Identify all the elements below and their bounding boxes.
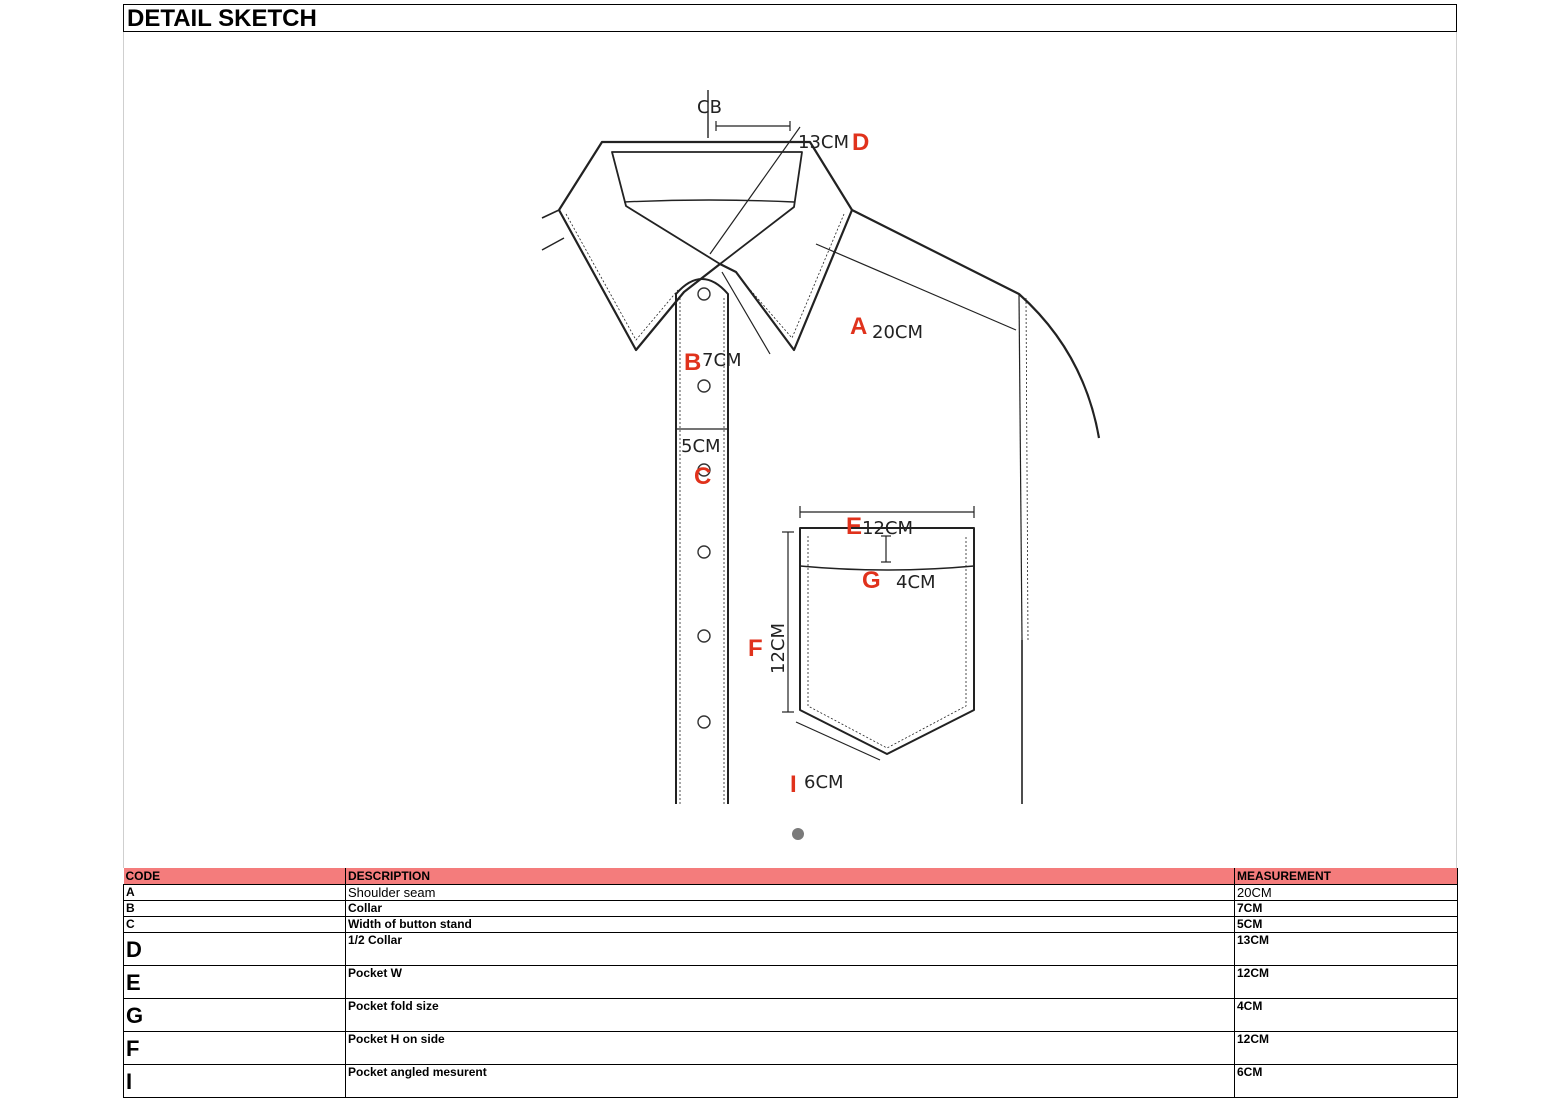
row-description: Pocket H on side bbox=[345, 1031, 1235, 1065]
row-description: Pocket W bbox=[345, 965, 1235, 999]
callout-code-e: E bbox=[846, 513, 862, 540]
row-measurement: 5CM bbox=[1234, 916, 1458, 933]
callout-value-g: 4CM bbox=[896, 572, 936, 593]
callout-value-c: 5CM bbox=[681, 436, 721, 457]
table-row: D 1/2 Collar 13CM bbox=[123, 932, 1458, 966]
row-code: C bbox=[123, 916, 346, 933]
collar-outline bbox=[558, 140, 853, 211]
callout-value-f: 12CM bbox=[768, 623, 789, 674]
row-measurement: 20CM bbox=[1234, 884, 1458, 901]
button-icon bbox=[697, 287, 711, 301]
row-code: I bbox=[123, 1064, 346, 1098]
row-description: Pocket fold size bbox=[345, 998, 1235, 1032]
row-code: D bbox=[123, 932, 346, 966]
button-icon bbox=[697, 629, 711, 643]
measurement-table: CODE DESCRIPTION MEASUREMENT A Shoulder … bbox=[123, 868, 1458, 1098]
callout-code-i: I bbox=[790, 771, 797, 798]
row-description: Width of button stand bbox=[345, 916, 1235, 933]
row-measurement: 6CM bbox=[1234, 1064, 1458, 1098]
button-icon bbox=[697, 715, 711, 729]
header-description: DESCRIPTION bbox=[345, 868, 1235, 885]
callout-code-b: B bbox=[684, 349, 701, 376]
page-title: DETAIL SKETCH bbox=[123, 4, 1457, 32]
collar-stand bbox=[611, 151, 803, 265]
row-code: A bbox=[123, 884, 346, 901]
shoulder-seam bbox=[851, 209, 1101, 439]
callout-value-b: 7CM bbox=[702, 350, 742, 371]
row-description: Collar bbox=[345, 900, 1235, 917]
callout-code-a: A bbox=[850, 313, 867, 340]
button-icon bbox=[697, 379, 711, 393]
row-description: Shoulder seam bbox=[345, 884, 1235, 901]
table-row: C Width of button stand 5CM bbox=[123, 916, 1458, 933]
table-row: A Shoulder seam 20CM bbox=[123, 884, 1458, 901]
spec-sheet: DETAIL SKETCH bbox=[123, 4, 1458, 1098]
callout-value-a: 20CM bbox=[872, 322, 923, 343]
table-row: B Collar 7CM bbox=[123, 900, 1458, 917]
callout-code-d: D bbox=[852, 129, 869, 156]
row-description: Pocket angled mesurent bbox=[345, 1064, 1235, 1098]
header-measurement: MEASUREMENT bbox=[1234, 868, 1458, 885]
detail-sketch: CB 13CM D A 20CM B 7CM 5CM C E 12CM G 4C… bbox=[123, 32, 1457, 868]
row-code: F bbox=[123, 1031, 346, 1065]
callout-code-f: F bbox=[748, 635, 763, 662]
table-row: I Pocket angled mesurent 6CM bbox=[123, 1064, 1458, 1098]
button-icon bbox=[697, 545, 711, 559]
shirt-sketch-illustration: CB 13CM D A 20CM B 7CM 5CM C E 12CM G 4C… bbox=[541, 90, 1101, 804]
callout-value-i: 6CM bbox=[804, 772, 844, 793]
table-header-row: CODE DESCRIPTION MEASUREMENT bbox=[123, 868, 1458, 885]
button-icon bbox=[697, 463, 711, 477]
callout-value-e: 12CM bbox=[862, 518, 913, 539]
callout-code-c: C bbox=[694, 463, 711, 490]
row-code: G bbox=[123, 998, 346, 1032]
callout-value-d: 13CM bbox=[798, 132, 849, 153]
table-row: F Pocket H on side 12CM bbox=[123, 1031, 1458, 1065]
row-measurement: 7CM bbox=[1234, 900, 1458, 917]
table-row: G Pocket fold size 4CM bbox=[123, 998, 1458, 1032]
pocket-outline bbox=[799, 527, 975, 755]
carousel-dot[interactable] bbox=[792, 828, 804, 840]
row-measurement: 13CM bbox=[1234, 932, 1458, 966]
callout-code-g: G bbox=[862, 567, 881, 594]
header-code: CODE bbox=[123, 868, 346, 885]
row-code: E bbox=[123, 965, 346, 999]
row-measurement: 12CM bbox=[1234, 1031, 1458, 1065]
row-code: B bbox=[123, 900, 346, 917]
row-measurement: 12CM bbox=[1234, 965, 1458, 999]
row-description: 1/2 Collar bbox=[345, 932, 1235, 966]
button-placket bbox=[675, 278, 729, 804]
cb-label: CB bbox=[697, 97, 722, 118]
collar-right-point bbox=[719, 209, 854, 352]
row-measurement: 4CM bbox=[1234, 998, 1458, 1032]
buttons-group bbox=[697, 287, 711, 729]
table-row: E Pocket W 12CM bbox=[123, 965, 1458, 999]
